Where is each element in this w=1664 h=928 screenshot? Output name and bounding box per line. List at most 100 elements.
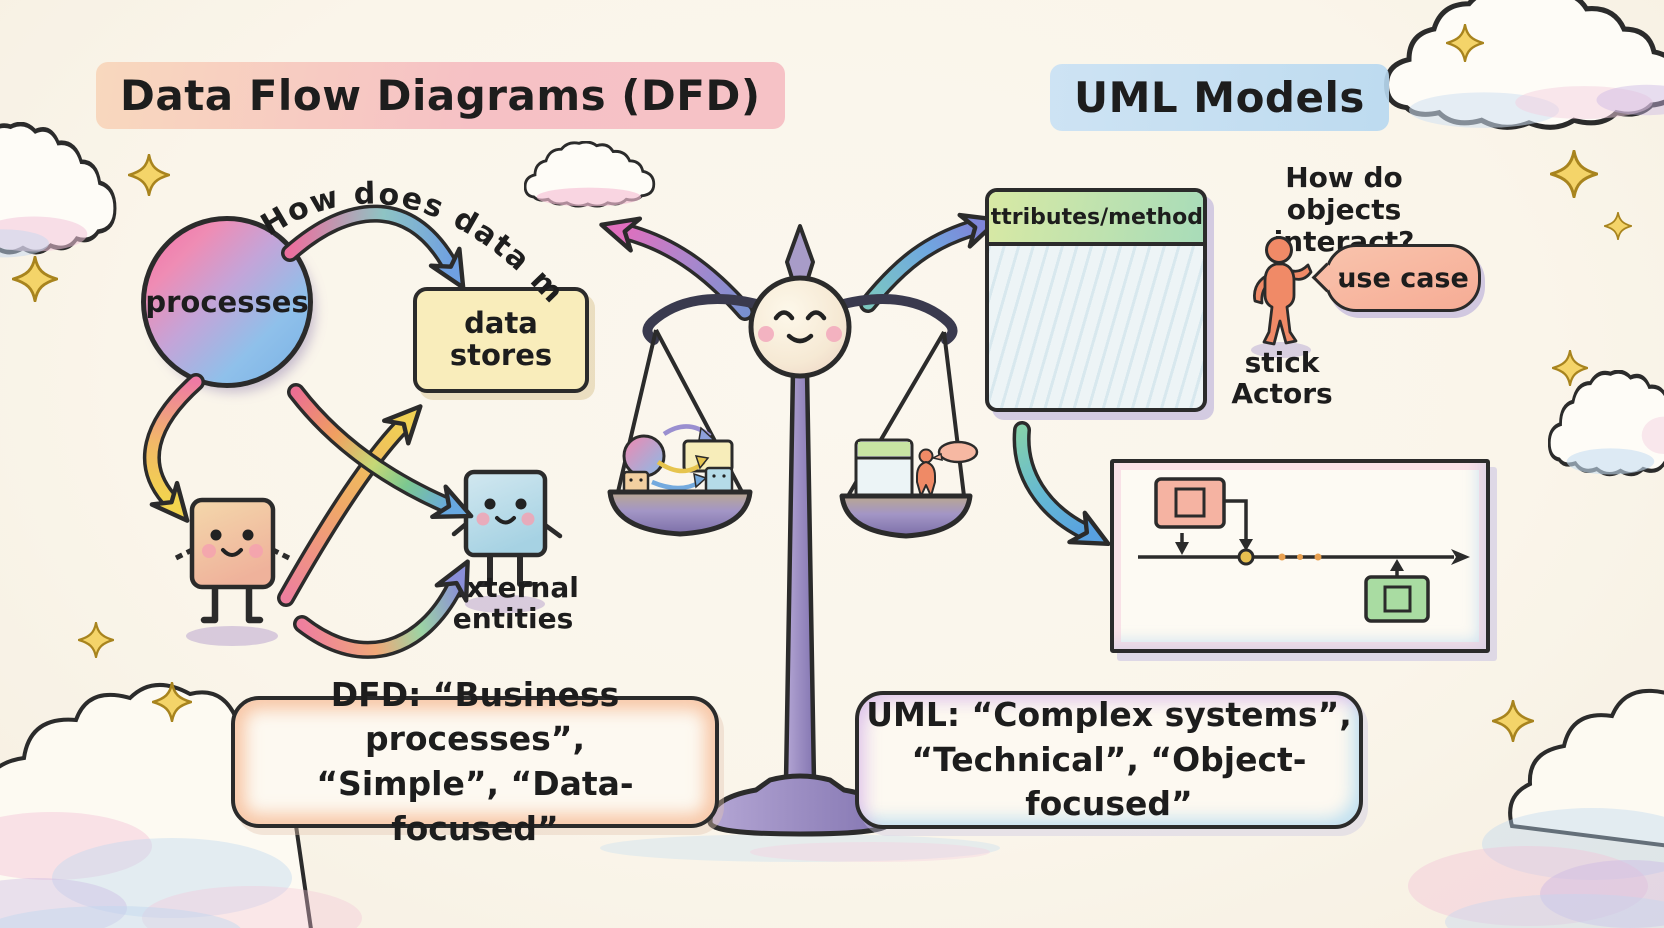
character-arm (542, 522, 563, 539)
sparkle-icon (12, 256, 58, 302)
scale-cheek (826, 326, 842, 342)
cloud-shading (0, 229, 49, 258)
character-shadow (186, 626, 278, 646)
elbow-connector (1224, 499, 1248, 541)
arrow-tan-entity-to-data-stores (277, 404, 423, 607)
scale-arm-left (642, 294, 769, 345)
uml-summary-line1: UML: “Complex systems”, (866, 695, 1352, 735)
cloud-shading (536, 187, 642, 207)
scale-pillar (783, 367, 817, 785)
dfd-title-highlight: Data Flow Diagrams (DFD) (96, 62, 785, 129)
character-arm (271, 547, 291, 561)
cloud-right-edge (1548, 370, 1664, 477)
dfd-title: Data Flow Diagrams (DFD) (96, 62, 785, 129)
balance-scale (600, 224, 1000, 862)
sparkle-icon (1492, 700, 1534, 742)
cloud-shading (1408, 846, 1648, 926)
timeline-dot (1297, 554, 1303, 560)
mini-bubble-tail (930, 452, 943, 461)
character-cheek (202, 544, 216, 558)
data-store-label: data stores (449, 306, 553, 372)
timeline-arrowhead (1451, 549, 1470, 565)
uml-class-header: attributes/methods (989, 192, 1203, 246)
arrow-processes-to-external-entity (287, 383, 474, 520)
mini-uml-items (854, 438, 979, 506)
uml-summary-box: UML: “Complex systems”, “Technical”, “Ob… (855, 691, 1363, 829)
ground-wash (750, 842, 990, 862)
sparkle-icon (152, 682, 192, 722)
scale-smile (786, 333, 814, 344)
receiver-inner-square (1383, 585, 1412, 613)
character-body (189, 497, 276, 590)
uml-title-highlight: UML Models (1050, 64, 1389, 131)
stick-actors-label: stick Actors (1231, 346, 1333, 410)
cloud-top-center (524, 141, 656, 208)
character-shadow (465, 595, 545, 613)
sequence-receiver-box (1364, 575, 1430, 623)
uml-use-case-bubble: use case (1325, 244, 1481, 312)
cloud-shading (1596, 84, 1664, 116)
cloud-shading (0, 812, 152, 880)
scale-pan-right (839, 493, 973, 539)
mini-dfd-items (622, 424, 734, 495)
timeline-dot (1314, 553, 1322, 561)
uml-summary-line2: “Technical”, “Object-focused” (911, 739, 1307, 824)
timeline-node (1237, 548, 1255, 566)
mini-class-header (858, 442, 910, 456)
cloud-bank-bottom-right (1408, 688, 1664, 928)
mini-actor-body (916, 461, 936, 497)
scale-head (748, 275, 852, 379)
mini-arrowhead (693, 472, 708, 489)
uml-actor-figure (1251, 236, 1313, 358)
cloud-shape (1508, 688, 1664, 848)
arrow-processes-to-data-stores (281, 204, 466, 290)
arrow-classbox-to-sequence (1012, 421, 1111, 547)
character-eye (484, 498, 496, 510)
mini-arrow (651, 479, 702, 491)
dfd-data-store-node: data stores (413, 287, 589, 393)
uml-sequence-diagram (1110, 459, 1490, 653)
message-arrowhead (1239, 539, 1253, 551)
cloud-shading (52, 838, 292, 918)
cloud-shading (1566, 448, 1655, 475)
scale-eye (773, 310, 795, 321)
mini-data-store (682, 439, 734, 473)
character-body (463, 469, 548, 558)
character-smile (495, 516, 516, 525)
character-arm (174, 547, 194, 561)
character-cheek (521, 512, 535, 526)
cloud-shading (142, 886, 362, 928)
cloud-shading (1445, 894, 1664, 928)
mini-use-case-bubble (937, 440, 979, 464)
dfd-summary-line2: “Simple”, “Data-focused” (316, 764, 634, 848)
dfd-entity-character-tan (174, 497, 291, 646)
uml-class-box: attributes/methods (985, 188, 1207, 412)
use-case-label: use case (1337, 262, 1469, 294)
character-eye (210, 529, 222, 541)
cloud-top-right (1384, 0, 1664, 130)
arrow-processes-to-tan-entity (142, 373, 205, 523)
cloud-left-edge (0, 122, 117, 258)
mini-arrowhead (694, 455, 710, 470)
actor-shadow (1251, 342, 1311, 358)
message-arrowhead (1175, 542, 1189, 555)
scale-arm-right (831, 294, 958, 345)
sparkle-icon (78, 622, 114, 658)
mini-actor-head (918, 448, 934, 464)
cloud-shading (0, 906, 241, 928)
external-entities-label: external entities (447, 571, 579, 635)
actor-head (1265, 236, 1293, 264)
sparkle-icon (128, 154, 170, 196)
character-eye (242, 529, 254, 541)
reply-arrowhead (1390, 559, 1404, 571)
timeline-dot (1278, 553, 1286, 561)
sender-inner-square (1174, 487, 1206, 518)
sequence-sender-box (1154, 477, 1226, 529)
cloud-shading (1540, 860, 1664, 928)
character-eye (515, 498, 527, 510)
sparkle-icon (1446, 24, 1484, 62)
character-cheek (476, 512, 490, 526)
mini-process-circle (622, 434, 666, 478)
dfd-summary-line1: DFD: “Business processes”, (330, 674, 620, 759)
